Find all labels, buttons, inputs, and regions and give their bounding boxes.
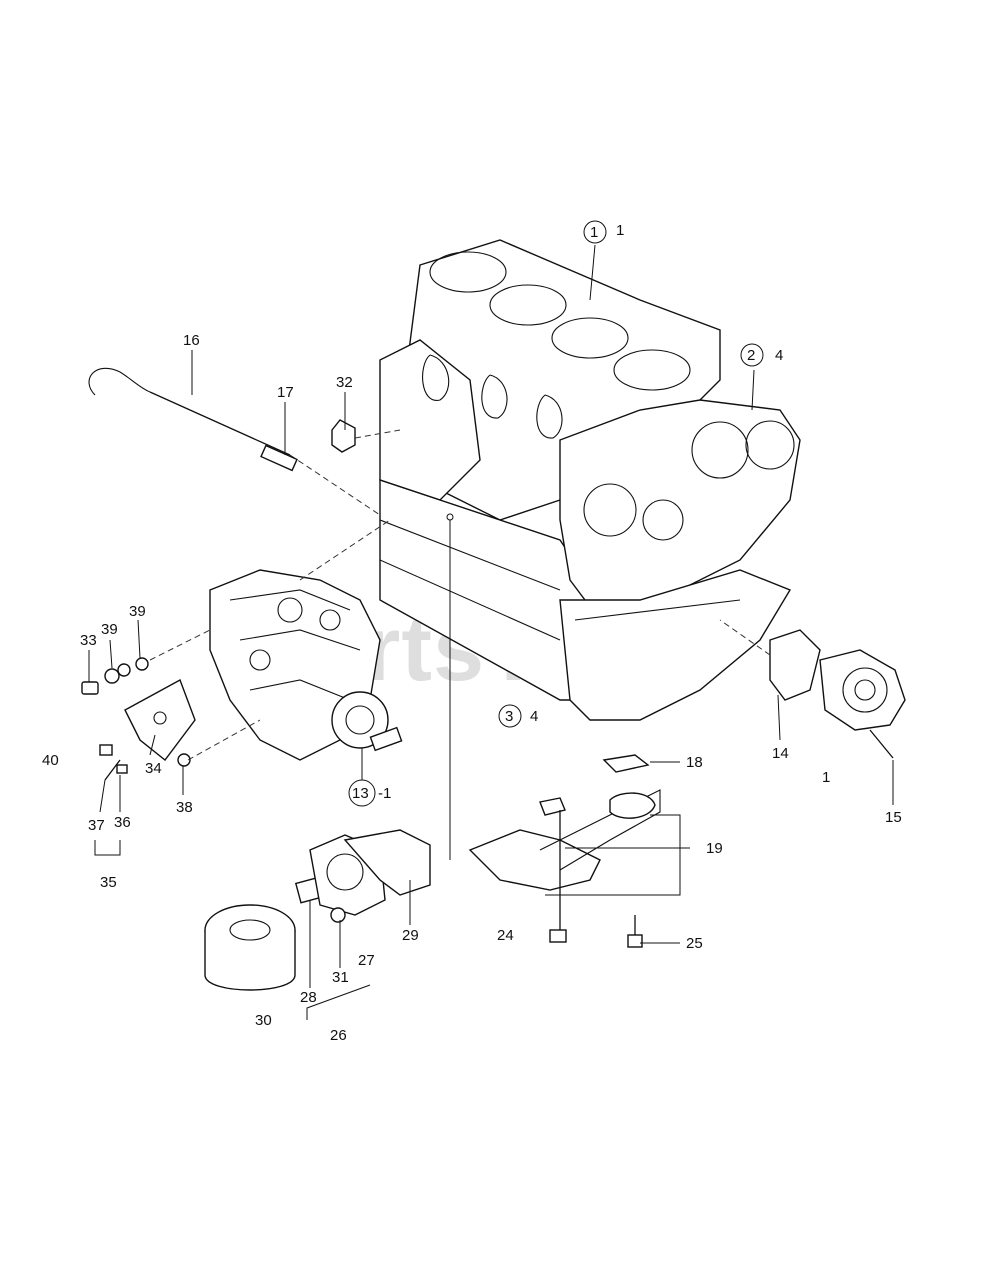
part-1: 1 [822,769,830,786]
part-19: 19 [706,840,723,857]
dipstick [88,367,381,516]
callout-1-number: 1 [590,224,598,241]
part-31: 31 [332,969,349,986]
callout-3-number: 3 [505,708,513,725]
part-38: 38 [176,799,193,816]
part-32: 32 [336,374,353,391]
callout-2-suffix: 4 [775,347,783,364]
part-16: 16 [183,332,200,349]
cylinder-block [379,239,801,721]
part-14: 14 [772,745,789,762]
callout-1-suffix: 1 [616,222,624,239]
part-25: 25 [686,935,703,952]
pressure-switch [331,419,401,453]
part-29: 29 [402,927,419,944]
injection-pump [209,519,403,761]
part-36: 36 [114,814,131,831]
part-33: 33 [80,632,97,649]
part-39-a: 39 [101,621,118,638]
callout-2-number: 2 [747,347,755,364]
part-17: 17 [277,384,294,401]
oil-filter [204,829,431,991]
part-39-b: 39 [129,603,146,620]
part-15: 15 [885,809,902,826]
part-40: 40 [42,752,59,769]
part-28: 28 [300,989,317,1006]
part-35: 35 [100,874,117,891]
part-18: 18 [686,754,703,771]
part-34: 34 [145,760,162,777]
part-24: 24 [497,927,514,944]
circled-callouts: 1 1 2 4 3 4 13 -1 [348,220,783,807]
part-numbers: 16 17 32 33 39 39 40 34 38 37 36 35 14 1… [42,332,902,1044]
leader-lines [88,244,894,1020]
part-27: 27 [358,952,375,969]
callout-3-suffix: 4 [530,708,538,725]
small-fasteners [81,629,261,781]
callout-13-suffix: -1 [378,785,391,802]
part-37: 37 [88,817,105,834]
water-pump [719,619,906,759]
callout-13-number: 13 [352,785,369,802]
part-26: 26 [330,1027,347,1044]
oil-strainer [468,754,661,948]
part-30: 30 [255,1012,272,1029]
